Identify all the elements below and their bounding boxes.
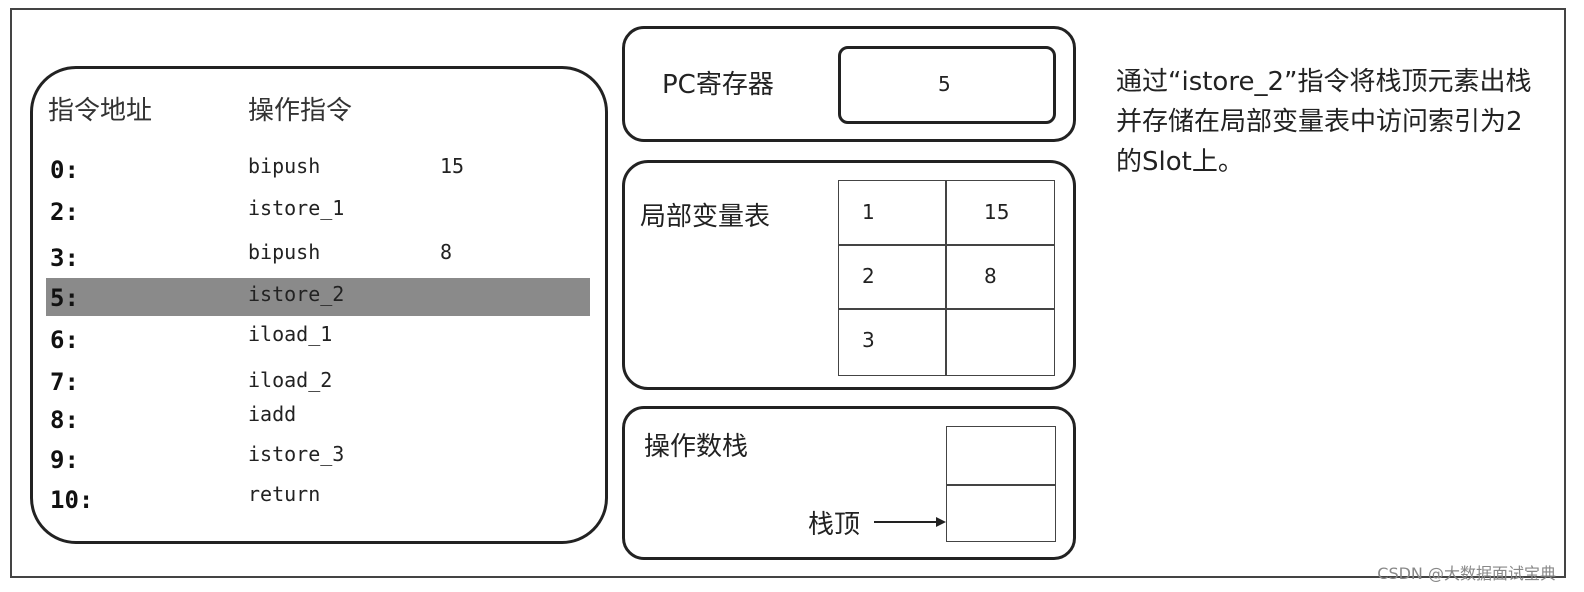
outer-frame bbox=[10, 8, 1566, 578]
instruction-op: return bbox=[248, 482, 321, 506]
address-column-header: 指令地址 bbox=[48, 96, 153, 126]
lvt-value: 15 bbox=[984, 200, 1010, 224]
instruction-op: iload_2 bbox=[248, 368, 333, 392]
instruction-op-highlighted: istore_2 bbox=[248, 282, 345, 306]
instruction-op: bipush bbox=[248, 240, 321, 264]
lvt-index: 1 bbox=[862, 200, 875, 224]
instruction-address: 10: bbox=[50, 486, 94, 514]
lvt-index-cell bbox=[838, 244, 947, 310]
instruction-op: istore_1 bbox=[248, 196, 345, 220]
instruction-op: istore_3 bbox=[248, 442, 345, 466]
pc-register-box bbox=[838, 46, 1056, 124]
lvt-value-cell bbox=[945, 180, 1055, 246]
lvt-index: 3 bbox=[862, 328, 875, 352]
instruction-address: 6: bbox=[50, 326, 79, 354]
instruction-op: iadd bbox=[248, 402, 297, 426]
local-variable-table-panel bbox=[622, 160, 1076, 390]
operand-stack-slot-top bbox=[946, 484, 1056, 542]
operand-stack-panel bbox=[622, 406, 1076, 560]
lvt-index-cell bbox=[838, 180, 947, 246]
operand-stack-label: 操作数栈 bbox=[644, 432, 749, 462]
lvt-value: 8 bbox=[984, 264, 997, 288]
local-variable-table-label: 局部变量表 bbox=[640, 202, 771, 232]
stack-top-label: 栈顶 bbox=[808, 510, 861, 540]
instruction-arg: 8 bbox=[440, 240, 453, 264]
lvt-value-cell bbox=[945, 244, 1055, 310]
instruction-op: bipush bbox=[248, 154, 321, 178]
instruction-address: 3: bbox=[50, 244, 79, 272]
stack-top-arrow-icon bbox=[874, 517, 946, 527]
operand-stack-slot bbox=[946, 426, 1056, 486]
instruction-address: 0: bbox=[50, 156, 79, 184]
current-instruction-highlight bbox=[46, 278, 590, 316]
op-column-header: 操作指令 bbox=[248, 96, 353, 126]
instruction-address: 9: bbox=[50, 446, 79, 474]
lvt-index: 2 bbox=[862, 264, 875, 288]
lvt-index-cell bbox=[838, 308, 947, 376]
instruction-op: iload_1 bbox=[248, 322, 333, 346]
instruction-address: 8: bbox=[50, 406, 79, 434]
lvt-value-cell bbox=[945, 308, 1055, 376]
instruction-address: 2: bbox=[50, 198, 79, 226]
description-text: 通过“istore_2”指令将栈顶元素出栈并存储在局部变量表中访问索引为2的Sl… bbox=[1116, 67, 1532, 177]
instruction-address: 7: bbox=[50, 368, 79, 396]
watermark: CSDN @大数据面试宝典 bbox=[1377, 564, 1556, 583]
pc-register-value: 5 bbox=[938, 72, 951, 96]
pc-register-label: PC寄存器 bbox=[662, 70, 774, 100]
instruction-address-highlighted: 5: bbox=[50, 284, 79, 312]
instruction-arg: 15 bbox=[440, 154, 465, 178]
